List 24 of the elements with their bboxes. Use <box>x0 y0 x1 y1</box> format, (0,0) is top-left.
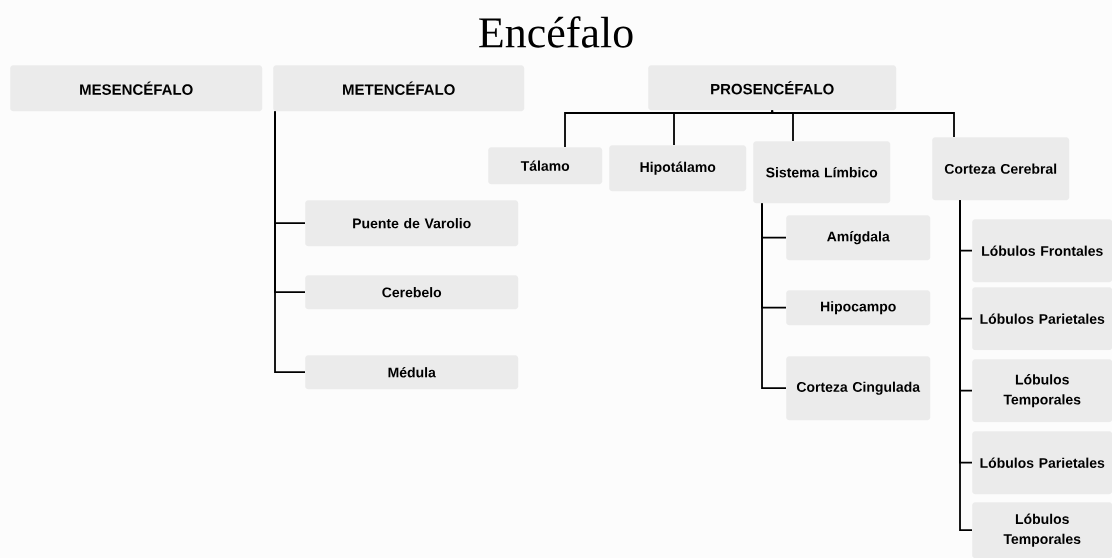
label-box: METENCÉFALO <box>273 65 525 112</box>
label-box: Hipocampo <box>786 290 931 326</box>
label-box: Corteza Cerebral <box>932 137 1070 201</box>
connector-line <box>761 202 787 390</box>
label-box: Tálamo <box>488 147 603 185</box>
label-box: Hipotálamo <box>609 145 747 192</box>
title: Encéfalo <box>479 16 633 48</box>
label-box: Puente de Varolio <box>305 200 519 247</box>
connector-line <box>771 109 955 138</box>
label-box: Lóbulos Parietales <box>972 287 1112 351</box>
label-box: Lóbulos Frontales <box>972 219 1112 283</box>
label-box: Amígdala <box>786 215 931 261</box>
label-box: Médula <box>305 355 519 390</box>
connector-line <box>673 109 774 146</box>
label-box: Lóbulos Temporales <box>972 359 1112 423</box>
label-box: Cerebelo <box>305 275 519 310</box>
connector-line <box>959 199 973 532</box>
connector-line <box>274 110 306 374</box>
label-box: Sistema Límbico <box>753 141 891 204</box>
label-box: MESENCÉFALO <box>10 65 263 112</box>
label-box: Lóbulos Parietales <box>972 431 1112 495</box>
label-box: PROSENCÉFALO <box>648 65 897 111</box>
label-box: Corteza Cingulada <box>786 356 931 421</box>
label-box: Lóbulos Temporales <box>972 502 1112 558</box>
